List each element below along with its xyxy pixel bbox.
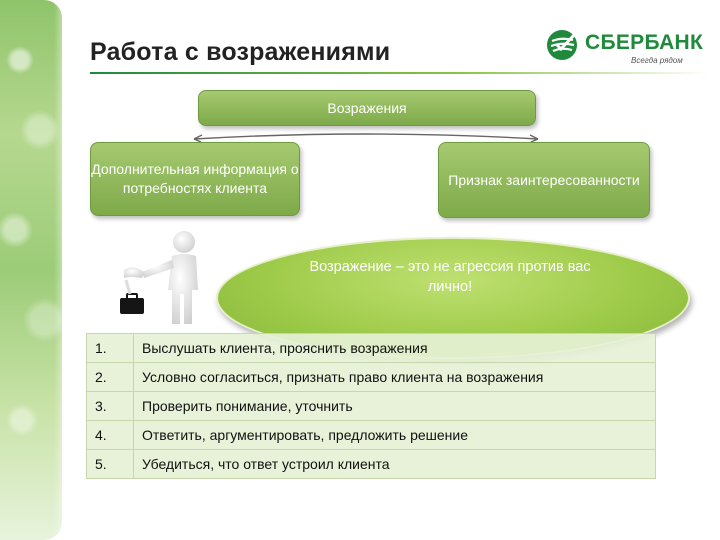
logo-name: СБЕРБАНК	[585, 31, 704, 54]
header-divider	[90, 72, 710, 74]
double-arrow-connector	[193, 133, 539, 143]
sberbank-logo: СБЕРБАНК Всегда рядом	[545, 26, 705, 70]
step-text: Проверить понимание, уточнить	[133, 391, 656, 421]
step-text: Выслушать клиента, прояснить возражения	[133, 333, 656, 363]
logo-slogan: Всегда рядом	[631, 56, 683, 65]
step-number: 1.	[86, 333, 134, 363]
objections-box: Возражения	[198, 90, 536, 126]
step-number: 4.	[86, 420, 134, 450]
callout-text: Возражение – это не агрессия против вас …	[309, 259, 591, 295]
interest-sign-box: Признак заинтересованности	[438, 142, 650, 218]
table-row: 4. Ответить, аргументировать, предложить…	[86, 420, 656, 450]
steps-table: 1. Выслушать клиента, прояснить возражен…	[86, 333, 656, 479]
table-row: 2. Условно согласиться, признать право к…	[86, 362, 656, 392]
step-text: Условно согласиться, признать право клие…	[133, 362, 656, 392]
sberbank-logo-icon	[547, 30, 577, 60]
step-text: Ответить, аргументировать, предложить ре…	[133, 420, 656, 450]
table-row: 3. Проверить понимание, уточнить	[86, 391, 656, 421]
slide-title: Работа с возражениями	[90, 38, 391, 66]
table-row: 1. Выслушать клиента, прояснить возражен…	[86, 333, 656, 363]
additional-info-box: Дополнительная информация о потребностях…	[90, 142, 300, 216]
step-number: 3.	[86, 391, 134, 421]
step-number: 5.	[86, 449, 134, 479]
step-number: 2.	[86, 362, 134, 392]
decorative-background-strip	[0, 0, 84, 540]
table-row: 5. Убедиться, что ответ устроил клиента	[86, 449, 656, 479]
step-text: Убедиться, что ответ устроил клиента	[133, 449, 656, 479]
person-with-briefcase-illustration	[120, 231, 198, 324]
